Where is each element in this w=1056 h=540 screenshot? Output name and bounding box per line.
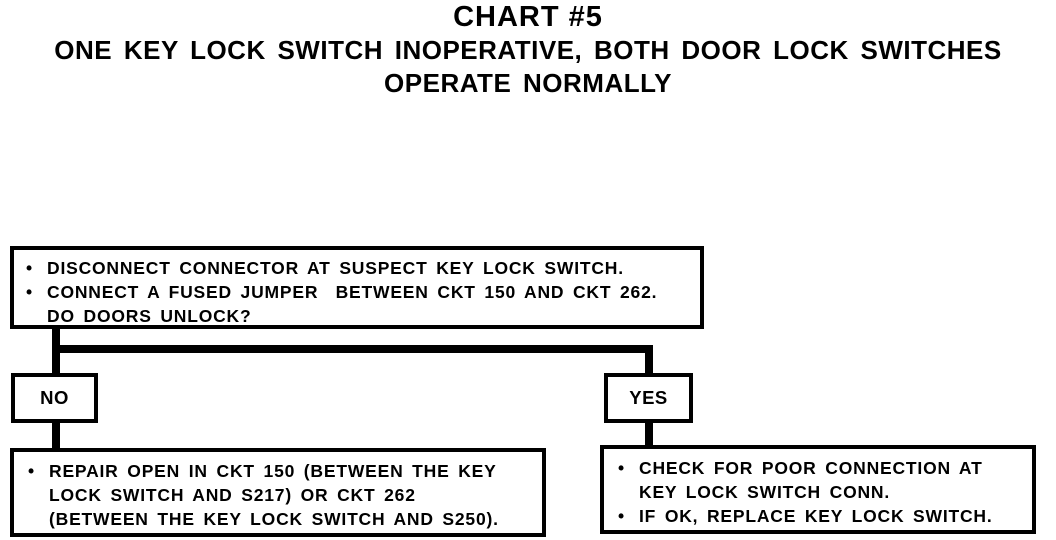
yes-result-box: • CHECK FOR POOR CONNECTION AT KEY LOCK S… xyxy=(600,445,1036,534)
bullet-icon: • xyxy=(26,282,33,302)
decision-line-text: CONNECT A FUSED JUMPER BETWEEN CKT 150 A… xyxy=(47,282,658,302)
connector-branch-bar xyxy=(52,345,653,353)
chart-subtitle-line-1: ONE KEY LOCK SWITCH INOPERATIVE, BOTH DO… xyxy=(54,35,1002,65)
no-result-line-text: (BETWEEN THE KEY LOCK SWITCH AND S250). xyxy=(49,509,499,529)
yes-result-line: KEY LOCK SWITCH CONN. xyxy=(618,480,1032,504)
bullet-icon: • xyxy=(618,506,625,526)
decision-line: DO DOORS UNLOCK? xyxy=(26,304,700,328)
connector-bar-to-yes xyxy=(645,350,653,374)
no-result-line-text: REPAIR OPEN IN CKT 150 (BETWEEN THE KEY xyxy=(49,461,497,481)
yes-answer-box: YES xyxy=(604,373,693,423)
yes-result-line: • CHECK FOR POOR CONNECTION AT xyxy=(618,456,1032,480)
yes-result-line-text: CHECK FOR POOR CONNECTION AT xyxy=(639,458,983,478)
no-result-box: • REPAIR OPEN IN CKT 150 (BETWEEN THE KEY… xyxy=(10,448,546,537)
no-result-line: LOCK SWITCH AND S217) OR CKT 262 xyxy=(28,483,542,507)
decision-box: • DISCONNECT CONNECTOR AT SUSPECT KEY LOC… xyxy=(10,246,704,329)
yes-result-line: • IF OK, REPLACE KEY LOCK SWITCH. xyxy=(618,504,1032,528)
no-result-line: • REPAIR OPEN IN CKT 150 (BETWEEN THE KEY xyxy=(28,459,542,483)
yes-answer-label: YES xyxy=(629,387,668,408)
yes-result-line-text: IF OK, REPLACE KEY LOCK SWITCH. xyxy=(639,506,993,526)
connector-no-to-result xyxy=(52,421,60,449)
chart-subtitle-line-2: OPERATE NORMALLY xyxy=(384,68,672,98)
bullet-icon: • xyxy=(28,461,35,481)
bullet-icon: • xyxy=(26,258,33,278)
decision-line-text: DO DOORS UNLOCK? xyxy=(47,306,252,326)
yes-result-line-text: KEY LOCK SWITCH CONN. xyxy=(639,482,891,502)
decision-line: • DISCONNECT CONNECTOR AT SUSPECT KEY LOC… xyxy=(26,256,700,280)
no-answer-label: NO xyxy=(40,387,69,408)
decision-line-text: DISCONNECT CONNECTOR AT SUSPECT KEY LOCK… xyxy=(47,258,624,278)
chart-subtitle: ONE KEY LOCK SWITCH INOPERATIVE, BOTH DO… xyxy=(0,34,1056,100)
decision-line: • CONNECT A FUSED JUMPER BETWEEN CKT 150 … xyxy=(26,280,700,304)
connector-yes-to-result xyxy=(645,421,653,446)
no-answer-box: NO xyxy=(11,373,98,423)
chart-title: CHART #5 xyxy=(453,1,603,33)
no-result-line: (BETWEEN THE KEY LOCK SWITCH AND S250). xyxy=(28,507,542,531)
no-result-line-text: LOCK SWITCH AND S217) OR CKT 262 xyxy=(49,485,416,505)
bullet-icon: • xyxy=(618,458,625,478)
